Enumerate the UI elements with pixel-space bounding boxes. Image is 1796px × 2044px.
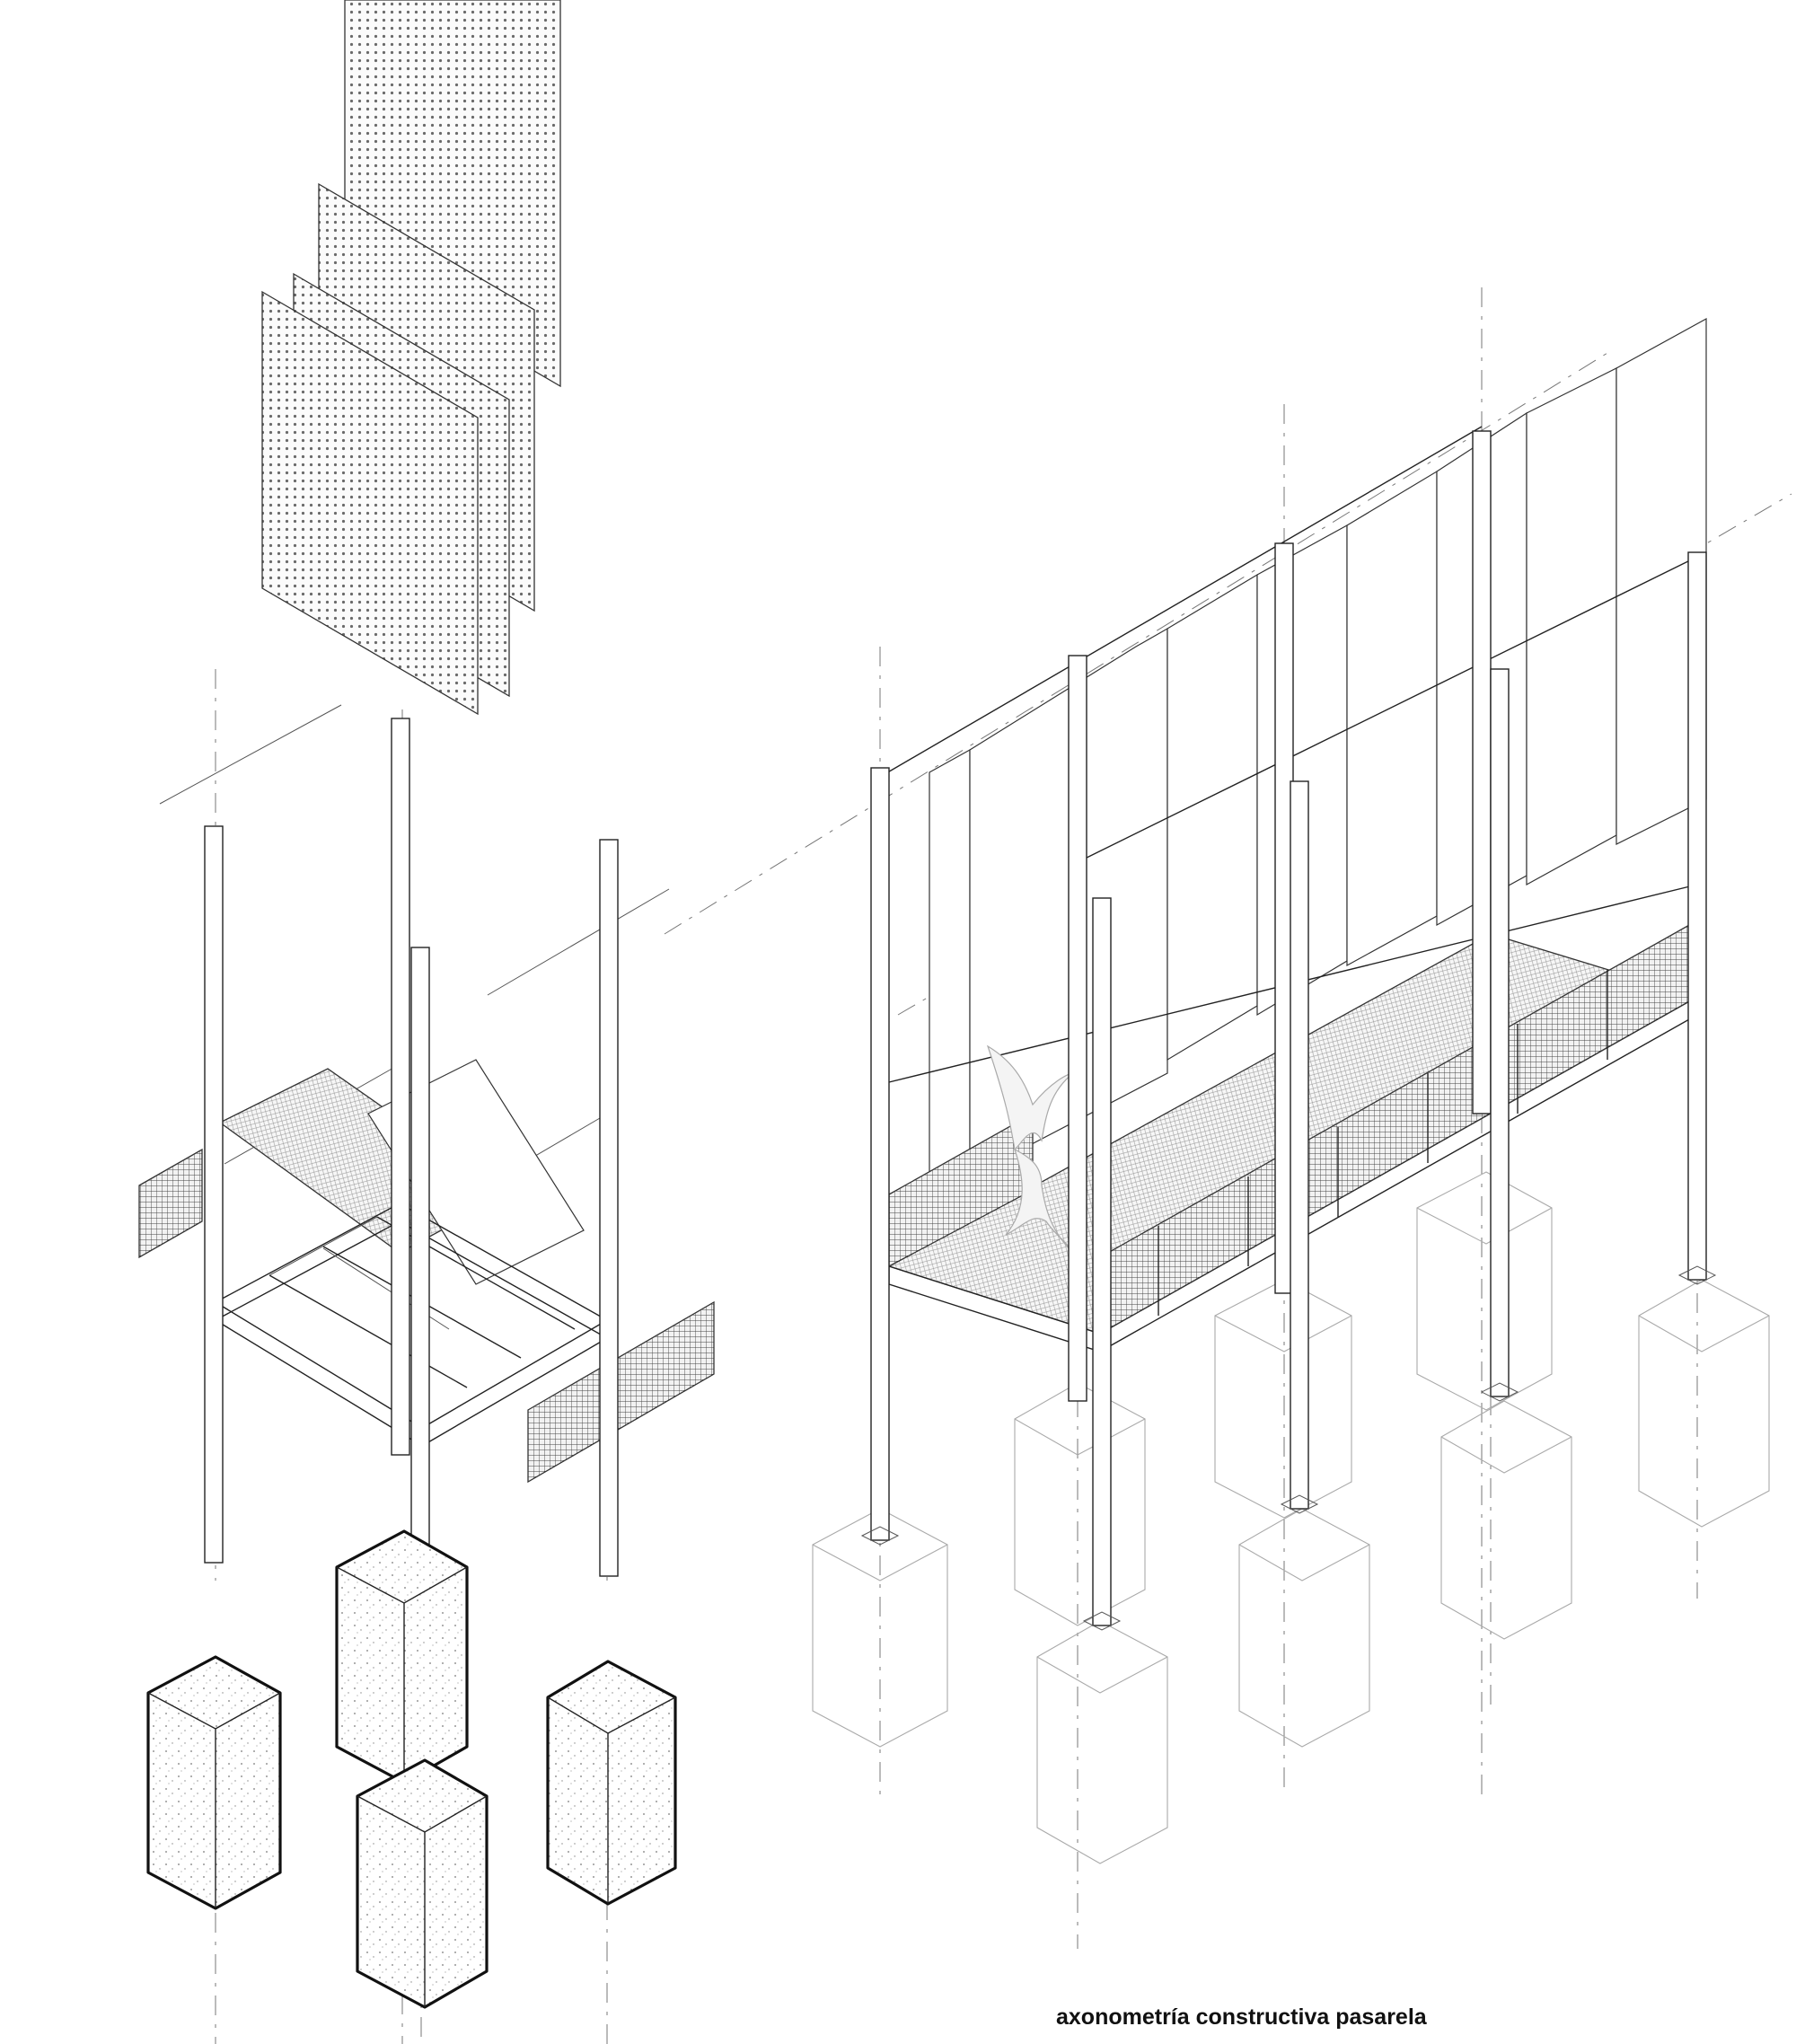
ghost-footing xyxy=(1416,1171,1553,1411)
human-silhouettes xyxy=(986,1044,1075,1254)
assembled-bridge xyxy=(664,287,1792,1949)
top-cable xyxy=(879,426,1483,778)
steel-column xyxy=(391,718,410,1456)
steel-column xyxy=(870,767,890,1541)
concrete-footing xyxy=(335,1529,469,1784)
ghost-footing xyxy=(1036,1620,1168,1864)
railing-posts xyxy=(1158,970,1608,1316)
steel-column xyxy=(1068,655,1087,1402)
exploded-assembly xyxy=(138,0,715,2044)
steel-column xyxy=(204,825,224,1564)
ghost-footing xyxy=(1214,1279,1352,1519)
steel-column xyxy=(1687,551,1707,1281)
steel-column xyxy=(1490,668,1510,1397)
exploded-columns xyxy=(204,718,619,1685)
steel-column xyxy=(1092,897,1112,1626)
concrete-footing xyxy=(356,1758,489,2009)
drawing-caption: axonometría constructiva pasarela xyxy=(1056,2004,1427,2030)
ghost-footing xyxy=(1014,1382,1146,1626)
concrete-footing xyxy=(146,1655,282,1910)
ghost-footing xyxy=(1440,1400,1572,1640)
concrete-footing xyxy=(546,1660,677,1906)
assembled-columns xyxy=(870,430,1707,1626)
steel-column xyxy=(1472,430,1492,1115)
ghost-footing xyxy=(1238,1508,1370,1748)
mesh-railing-right xyxy=(527,1300,715,1484)
base-plates xyxy=(860,1265,1717,1631)
steel-column xyxy=(599,839,619,1577)
top-cable-back xyxy=(1077,556,1698,863)
perforated-panel xyxy=(261,290,479,716)
mesh-railing-left xyxy=(138,1148,203,1259)
exploded-footings xyxy=(146,1529,677,2009)
steel-column xyxy=(1290,780,1309,1510)
perforated-panels xyxy=(261,0,561,716)
ghost-footing xyxy=(1638,1279,1770,1528)
